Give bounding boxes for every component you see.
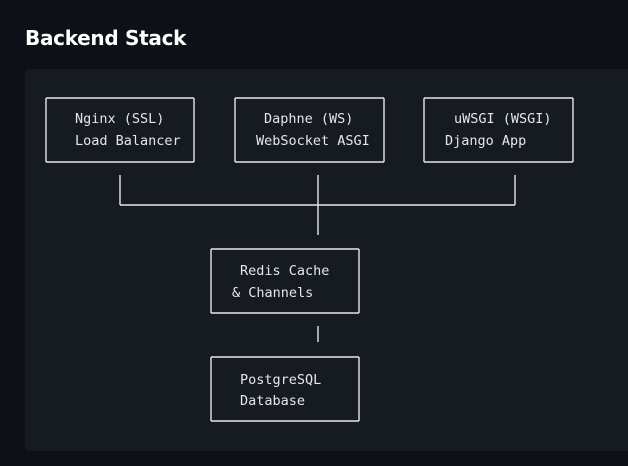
node-nginx-subtitle: Load Balancer	[75, 133, 181, 149]
node-redis: Redis Cache & Channels	[210, 248, 360, 314]
node-postgres-subtitle: Database	[240, 393, 305, 409]
node-daphne-title: Daphne (WS)	[264, 111, 353, 127]
node-uwsgi: uWSGI (WSGI) Django App	[423, 97, 574, 163]
page-title: Backend Stack	[25, 26, 187, 50]
node-nginx-title: Nginx (SSL)	[75, 111, 164, 127]
node-nginx: Nginx (SSL) Load Balancer	[45, 97, 195, 163]
node-uwsgi-subtitle: Django App	[445, 133, 526, 149]
ascii-architecture-diagram: Nginx (SSL) Load Balancer Daphne (WS) We…	[45, 97, 574, 422]
code-block: Nginx (SSL) Load Balancer Daphne (WS) We…	[25, 69, 628, 451]
edge-junction	[119, 175, 516, 235]
node-daphne: Daphne (WS) WebSocket ASGI	[234, 97, 385, 163]
node-daphne-frame	[234, 97, 385, 163]
node-redis-subtitle: & Channels	[232, 285, 313, 301]
node-uwsgi-title: uWSGI (WSGI)	[454, 111, 552, 127]
node-postgres-title: PostgreSQL	[240, 372, 321, 388]
node-nginx-frame	[45, 97, 195, 163]
node-postgres-frame	[210, 356, 360, 422]
node-redis-title: Redis Cache	[240, 263, 329, 279]
node-uwsgi-frame	[423, 97, 574, 163]
node-redis-frame	[210, 248, 360, 314]
node-postgres: PostgreSQL Database	[210, 356, 360, 422]
node-daphne-subtitle: WebSocket ASGI	[256, 133, 370, 149]
connector-top-to-redis	[119, 175, 516, 235]
